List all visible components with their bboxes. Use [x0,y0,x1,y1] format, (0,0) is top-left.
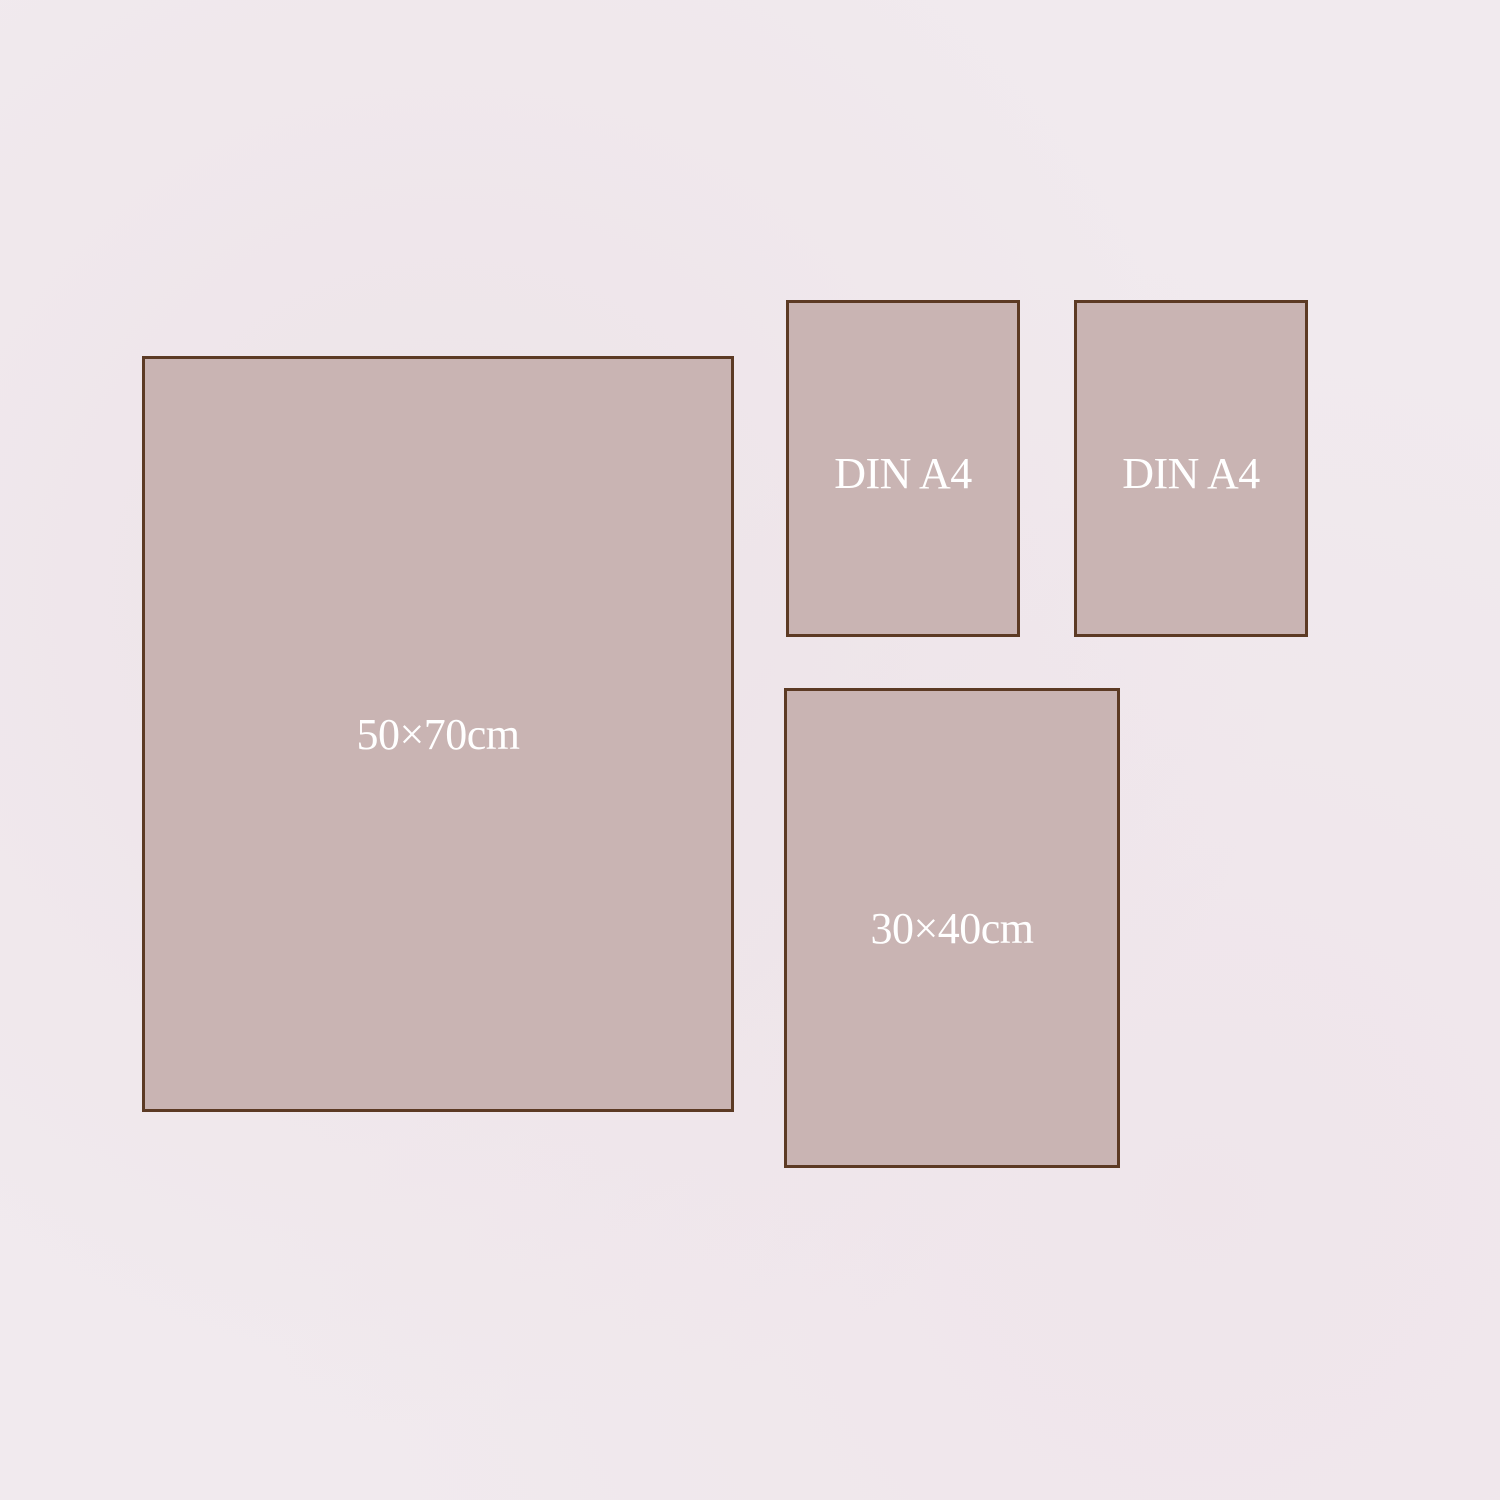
frame-din-a4-left: DIN A4 [786,300,1020,637]
frame-label: DIN A4 [834,449,972,498]
frame-label: 30×40cm [870,903,1034,953]
frame-label: DIN A4 [1122,449,1260,498]
frame-30x40: 30×40cm [784,688,1120,1168]
frame-din-a4-right: DIN A4 [1074,300,1308,637]
frame-label: 50×70cm [356,709,520,759]
frame-50x70: 50×70cm [142,356,734,1112]
